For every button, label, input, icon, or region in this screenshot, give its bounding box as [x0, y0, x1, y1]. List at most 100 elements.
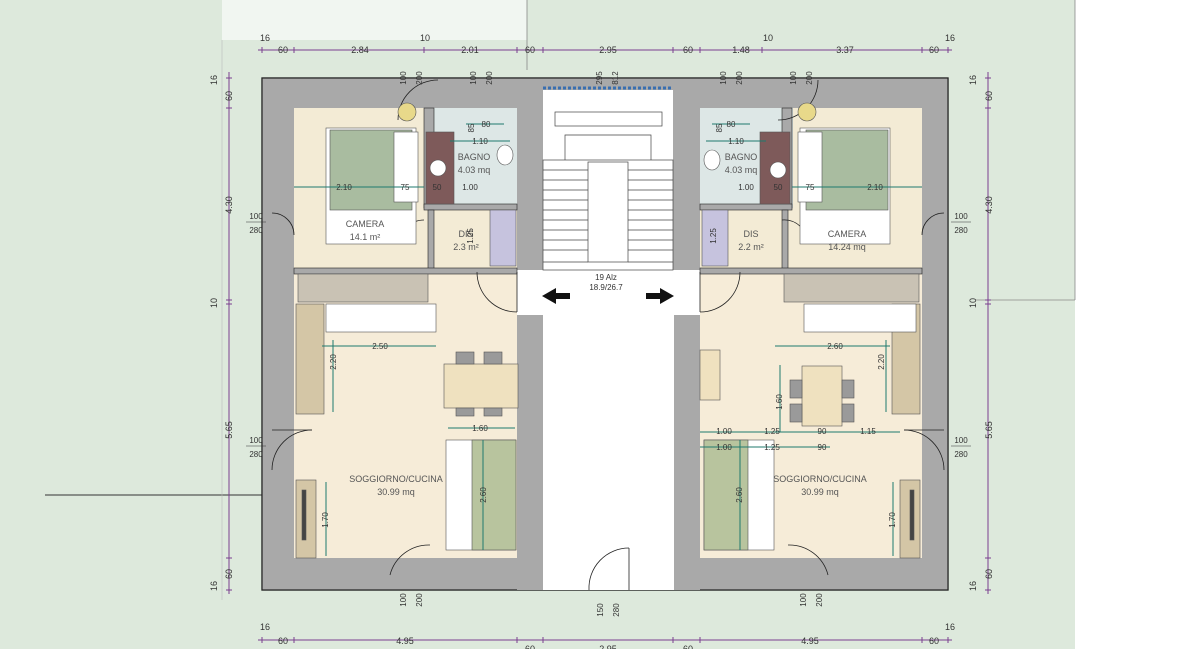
window-label-height: 200	[735, 71, 744, 85]
stair-wall-left	[517, 108, 543, 270]
dimension-top-mark: 10	[763, 33, 773, 43]
dimension-top-value: 3.37	[836, 45, 854, 55]
area-soggiorno-right: 30.99 mq	[801, 487, 839, 497]
window-label-stair: 812	[611, 71, 620, 85]
interior-dim: 2.20	[329, 354, 338, 370]
window-label-side-height: 280	[954, 450, 968, 459]
window-label-stair: 295	[595, 71, 604, 85]
dimension-interior: 2.10 75 50 1.00 80 85 1.10 1.25 2.50 2.20 1.60 2.60…	[294, 120, 922, 556]
interior-dim: 50	[433, 183, 442, 192]
dimension-right-value: 16	[968, 581, 978, 591]
interior-dim: 1.60	[472, 424, 488, 433]
dimension-top-value: 1.48	[732, 45, 750, 55]
paved-area-top	[222, 0, 527, 40]
window-label-height: 200	[815, 593, 824, 607]
window-label-width: 100	[799, 593, 808, 607]
window-label-width: 100	[399, 71, 408, 85]
interior-dim: 2.10	[867, 183, 883, 192]
dimension-bottom-value: 4.95	[396, 636, 414, 646]
dimension-top-value: 2.01	[461, 45, 479, 55]
interior-dim: 90	[818, 427, 827, 436]
stair-treads	[542, 111, 674, 271]
dimension-right-value: 16	[968, 75, 978, 85]
window-label-side-height: 280	[249, 226, 263, 235]
doors	[271, 79, 945, 591]
interior-dim: 1.00	[462, 183, 478, 192]
dimension-bottom-value: 60	[278, 636, 288, 646]
arrow-right-icon	[646, 288, 674, 304]
dimension-bottom-mark: 16	[260, 622, 270, 632]
interior-dim: 1.60	[775, 394, 784, 410]
window-label-entrance: 150	[596, 603, 605, 617]
dimension-left-value: 60	[224, 569, 234, 579]
interior-dim: 80	[482, 120, 491, 129]
window-label-width: 100	[719, 71, 728, 85]
interior-dim: 1.25	[466, 228, 475, 244]
dimension-top-value: 2.95	[599, 45, 617, 55]
dimension-top-value: 60	[525, 45, 535, 55]
area-bagno-left: 4.03 mq	[458, 165, 491, 175]
window-label-width: 100	[789, 71, 798, 85]
window-label-entrance: 280	[612, 603, 621, 617]
window-label-height: 200	[485, 71, 494, 85]
arrow-left-icon	[542, 288, 570, 304]
stair-label-ratio: 18.9/26.7	[589, 283, 623, 292]
window-label-width: 100	[399, 593, 408, 607]
interior-dim: 1.00	[716, 427, 732, 436]
area-soggiorno-left: 30.99 mq	[377, 487, 415, 497]
window-label-side-width: 100	[954, 436, 968, 445]
label-camera-left: CAMERA	[346, 219, 385, 229]
dimension-left-value: 10	[209, 298, 219, 308]
dimension-top-value: 60	[929, 45, 939, 55]
dimension-top-mark: 16	[260, 33, 270, 43]
interior-dim: 1.70	[888, 512, 897, 528]
dimension-top-mark: 16	[945, 33, 955, 43]
furniture	[295, 102, 921, 559]
window-label-height: 200	[415, 71, 424, 85]
area-dis-right: 2.2 m²	[738, 242, 764, 252]
interior-dim: 2.50	[372, 342, 388, 351]
stair-label-risers: 19 Alz	[595, 273, 617, 282]
interior-dim: 1.00	[738, 183, 754, 192]
area-camera-left: 14.1 m²	[350, 232, 381, 242]
dimension-left-value: 5.65	[224, 421, 234, 439]
interior-dim: 85	[467, 123, 476, 132]
interior-dim: 2.20	[877, 354, 886, 370]
label-dis-right: DIS	[743, 229, 758, 239]
window-label-side-width: 100	[954, 212, 968, 221]
dimension-top-value: 60	[278, 45, 288, 55]
interior-dim: 1.10	[472, 137, 488, 146]
dimension-left-value: 16	[209, 581, 219, 591]
label-bagno-right: BAGNO	[725, 152, 758, 162]
dimension-top-value: 60	[683, 45, 693, 55]
interior-dim: 2.60	[827, 342, 843, 351]
interior-dim: 1.15	[860, 427, 876, 436]
window-label-width: 100	[469, 71, 478, 85]
dimension-right-value: 60	[984, 91, 994, 101]
interior-dim: 2.10	[336, 183, 352, 192]
interior-dim: 1.00	[716, 443, 732, 452]
label-soggiorno-right: SOGGIORNO/CUCINA	[773, 474, 867, 484]
interior-dim: 80	[727, 120, 736, 129]
dimension-bottom-value: 2.95	[599, 644, 617, 649]
dimension-bottom-value: 60	[929, 636, 939, 646]
interior-dim: 2.60	[735, 487, 744, 503]
interior-dim: 1.25	[764, 427, 780, 436]
interior-dim: 75	[806, 183, 815, 192]
window-label-height: 200	[805, 71, 814, 85]
dimension-left-value: 4.30	[224, 196, 234, 214]
dimension-bottom-value: 4.95	[801, 636, 819, 646]
dimension-right-value: 5.65	[984, 421, 994, 439]
dimension-bottom-value: 60	[683, 644, 693, 649]
interior-dim: 75	[401, 183, 410, 192]
interior-dim: 1.25	[709, 228, 718, 244]
dimension-right-value: 10	[968, 298, 978, 308]
window-label-side-width: 100	[249, 436, 263, 445]
paved-area	[1075, 300, 1187, 649]
area-dis-left: 2.3 m²	[453, 242, 479, 252]
area-bagno-right: 4.03 mq	[725, 165, 758, 175]
